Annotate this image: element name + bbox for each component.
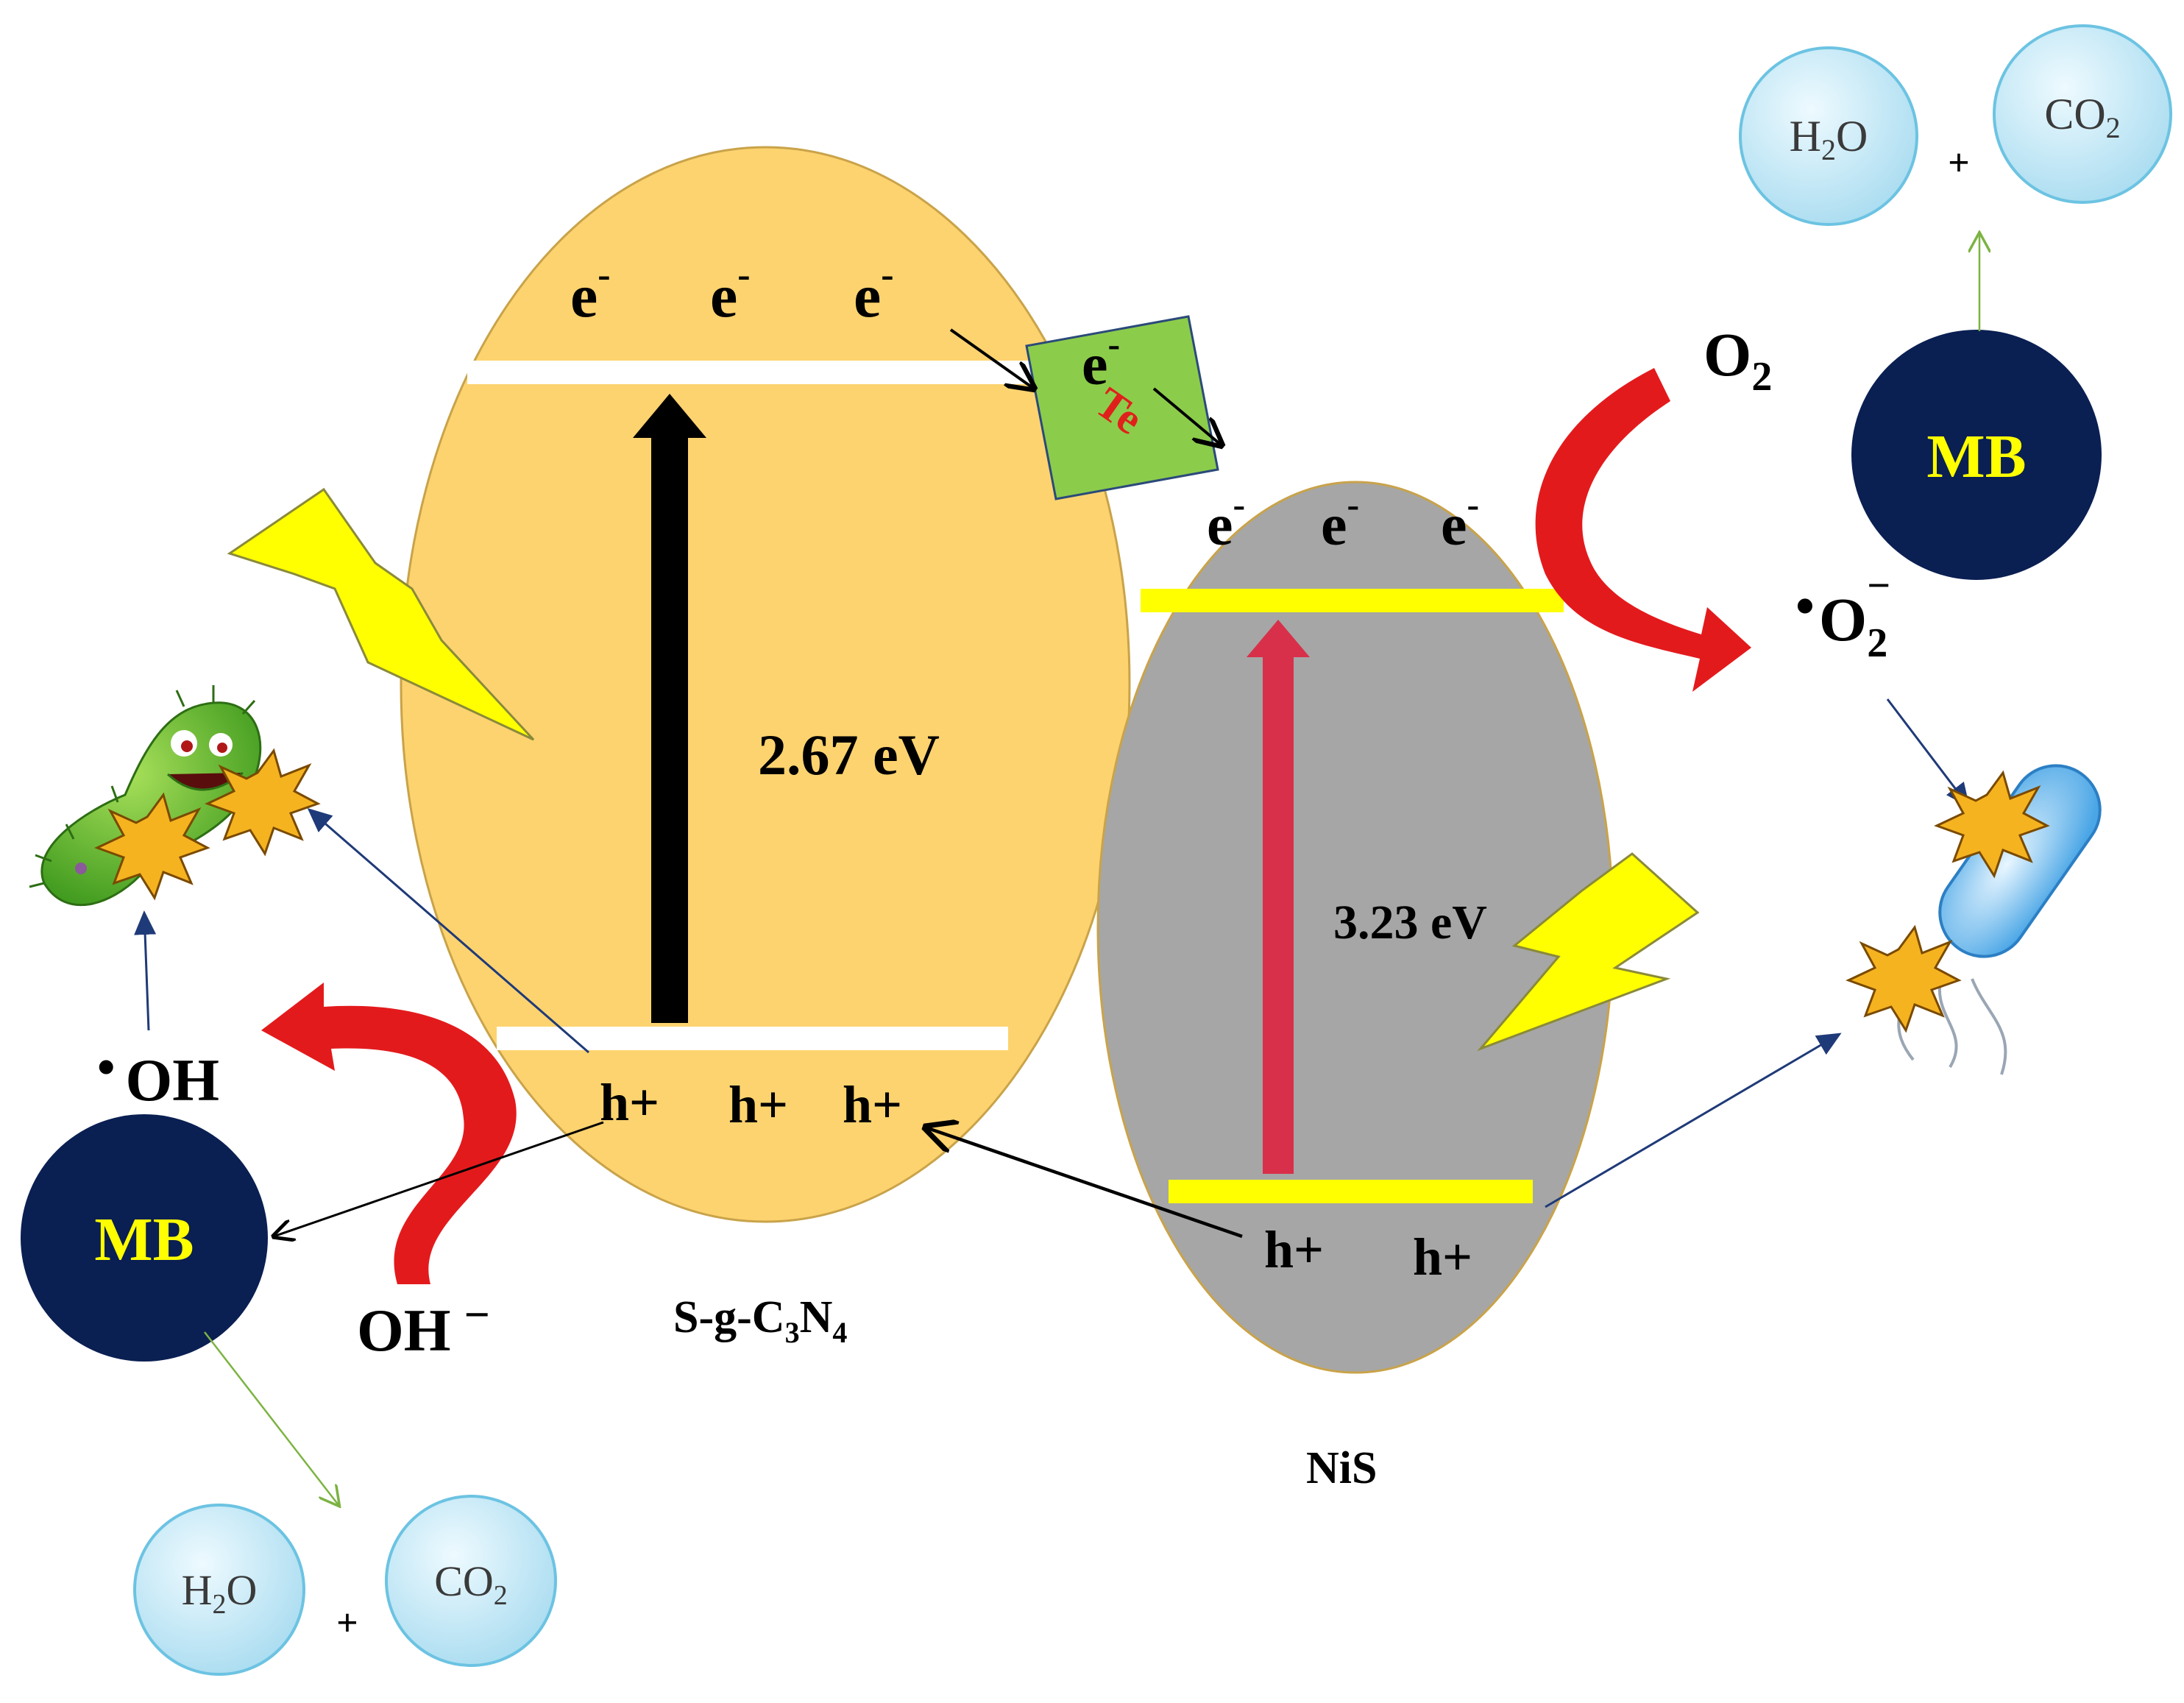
h2o-bubble-left xyxy=(133,1504,305,1676)
arrow-hole-to-mb xyxy=(274,1121,604,1236)
nis-electron-2: e- xyxy=(1321,484,1359,558)
burst-icon-right-1 xyxy=(1934,770,2050,879)
sgcn-name: S-g-C3N4 xyxy=(673,1292,847,1349)
oxygen-molecule: O2 xyxy=(1703,321,1772,400)
burst-icon-right-2 xyxy=(1846,924,1962,1033)
nis-name: NiS xyxy=(1306,1443,1377,1493)
lightning-bolt-icon-nis xyxy=(1477,852,1700,1052)
nis-hole-1: h+ xyxy=(1264,1220,1324,1279)
transfer-arrow-sgcn-to-te xyxy=(949,328,1034,389)
sgcn-excitation-arrow-shaft xyxy=(651,434,688,1023)
sgcn-semiconductor: e- e- e- 2.67 eV h+ h+ h+ S-g-C3N4 xyxy=(400,146,1131,1349)
transfer-arrow-te-to-nis xyxy=(1152,387,1222,445)
sgcn-electron-1: e- xyxy=(570,254,611,330)
nis-semiconductor: e- e- e- 3.23 eV h+ h+ NiS xyxy=(1096,481,1614,1493)
sgcn-band-gap: 2.67 eV xyxy=(758,723,940,787)
right-reaction: O2 •O2− MB H2O + CO2 xyxy=(1535,24,2172,1208)
h2o-label-left: H2O xyxy=(182,1566,258,1620)
te-block: e- Te xyxy=(1025,315,1219,500)
mb-molecule-right xyxy=(1851,330,2102,580)
mb-molecule-left xyxy=(21,1114,268,1362)
hydroxide-ion: OH− xyxy=(357,1290,490,1364)
plus-left: + xyxy=(336,1602,358,1644)
co2-bubble-right xyxy=(1993,24,2172,204)
arrow-nis-band-to-bacteria xyxy=(1545,1033,1842,1208)
co2-label-right: CO2 xyxy=(2044,90,2120,144)
sgcn-electron-3: e- xyxy=(854,254,894,330)
lightning-bolt-icon xyxy=(227,487,535,741)
mb-label-right: MB xyxy=(1926,422,2026,491)
nis-band-gap: 3.23 eV xyxy=(1333,896,1487,949)
h2o-label-right: H2O xyxy=(1790,112,1868,166)
sgcn-ellipse xyxy=(400,146,1131,1223)
nis-electron-1: e- xyxy=(1207,484,1245,558)
left-reaction: •OH OH− MB H2O + CO2 xyxy=(21,685,604,1676)
arrow-band-to-bacteria xyxy=(307,808,589,1054)
sgcn-hole-1: h+ xyxy=(600,1073,659,1132)
plus-right: + xyxy=(1948,142,1970,184)
te-electron: e- xyxy=(1082,323,1120,397)
superoxide-radical: •O2− xyxy=(1795,563,1890,666)
arrow-superoxide-to-bacteria xyxy=(1886,698,1970,808)
co2-label-left: CO2 xyxy=(434,1557,508,1611)
mb-label-left: MB xyxy=(94,1205,194,1274)
nis-excitation-arrow-shaft xyxy=(1263,655,1294,1174)
nis-excitation-arrow-head xyxy=(1247,620,1310,657)
nis-valence-band xyxy=(1169,1180,1533,1203)
oh-conversion-arrow xyxy=(261,982,517,1284)
hydroxyl-radical: •OH xyxy=(97,1039,219,1114)
te-square xyxy=(1025,315,1219,500)
burst-icon-left-2 xyxy=(94,792,210,901)
hole-transfer-arrow-nis-to-sgcn xyxy=(926,1127,1243,1239)
burst-icon-left-1 xyxy=(205,748,321,857)
nis-hole-2: h+ xyxy=(1413,1228,1472,1286)
nis-conduction-band xyxy=(1141,589,1564,612)
co2-bubble-left xyxy=(385,1495,557,1667)
nis-electron-3: e- xyxy=(1441,484,1479,558)
h2o-bubble-right xyxy=(1739,46,1918,226)
o2-reduction-arrow xyxy=(1535,368,1751,692)
sgcn-excitation-arrow-head xyxy=(633,394,706,438)
sgcn-conduction-band xyxy=(467,361,1063,384)
arrow-mb-to-products-left xyxy=(204,1331,338,1505)
sgcn-hole-3: h+ xyxy=(843,1075,902,1134)
sgcn-hole-2: h+ xyxy=(728,1075,788,1134)
sgcn-electron-2: e- xyxy=(710,254,751,330)
arrow-radical-to-bacteria xyxy=(134,910,157,1031)
bacteria-icon xyxy=(29,685,262,907)
